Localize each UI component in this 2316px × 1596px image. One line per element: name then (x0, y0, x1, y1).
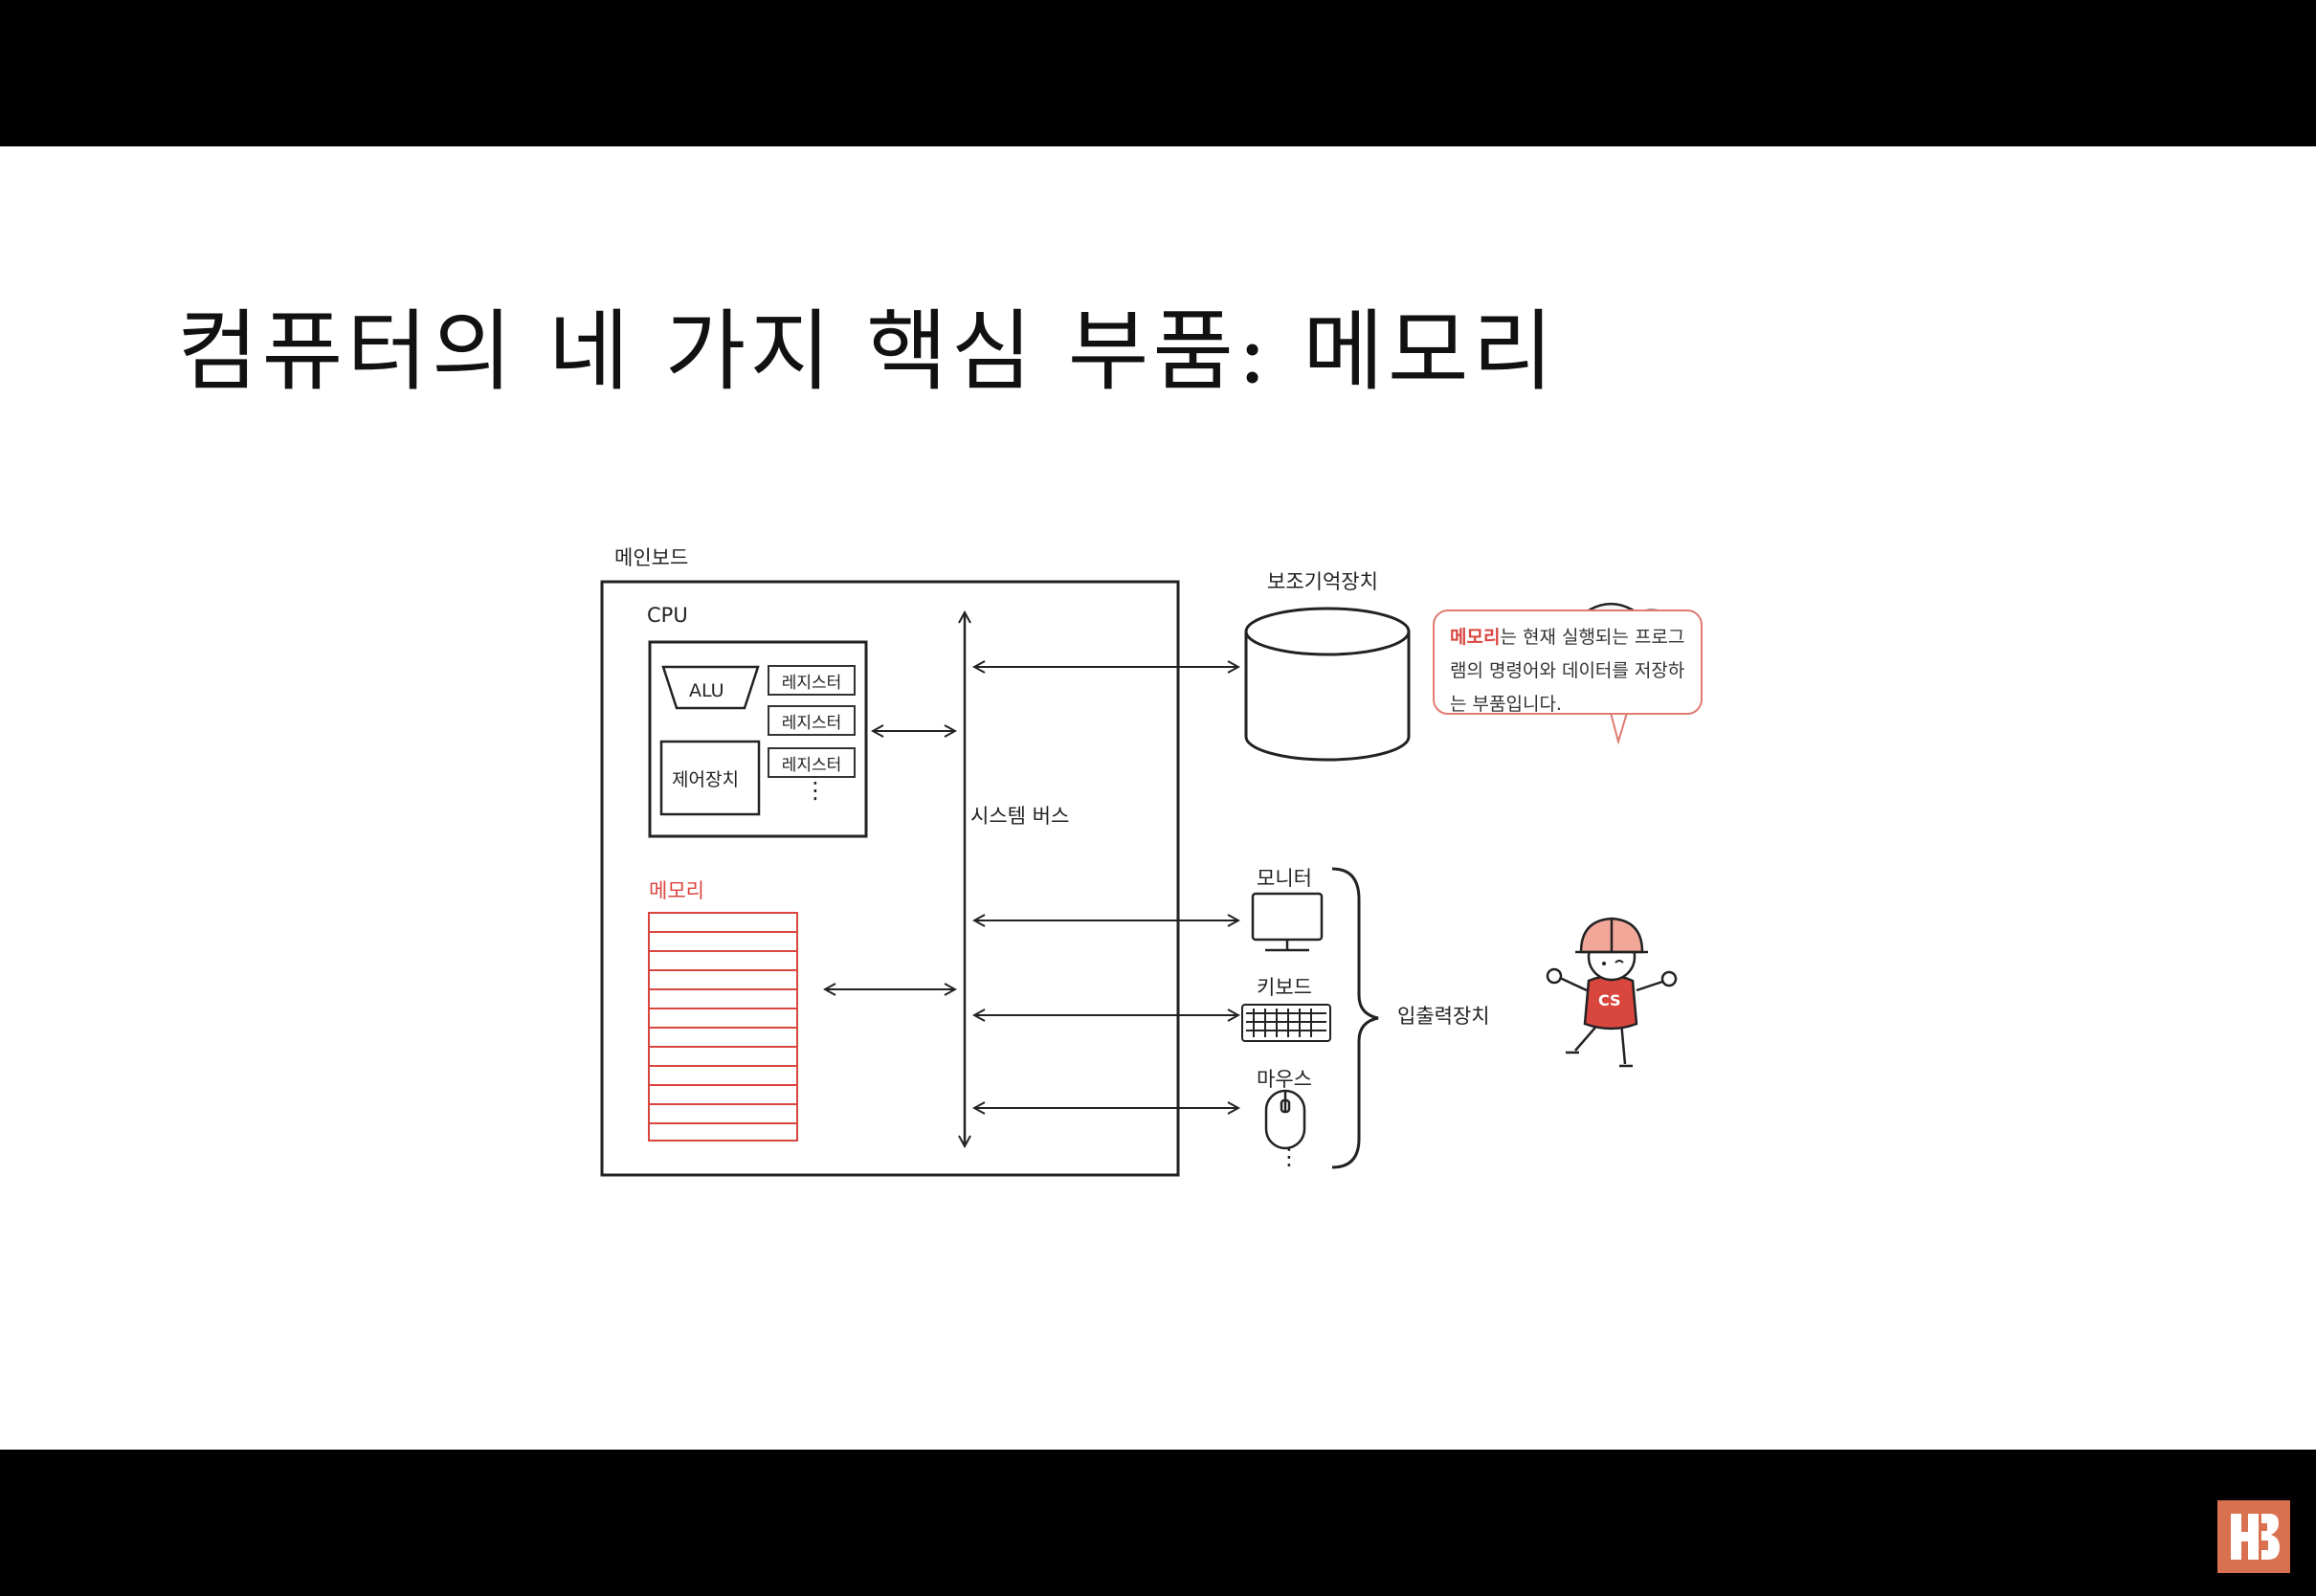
monitor-label: 모니터 (1257, 863, 1312, 892)
register-3: 레지스터 (768, 747, 856, 778)
keyboard-label: 키보드 (1257, 972, 1312, 1001)
memory-grid (649, 913, 797, 1141)
mouse-icon (1266, 1091, 1304, 1148)
mouse-label: 마우스 (1257, 1064, 1312, 1093)
io-brace (1332, 869, 1378, 1167)
cpu-label: CPU (647, 604, 688, 627)
monitor-icon (1253, 894, 1322, 950)
mascot-badge: CS (1598, 991, 1621, 1009)
memory-label: 메모리 (649, 876, 704, 904)
speech-bubble-tail (1611, 713, 1627, 742)
system-bus-label: 시스템 버스 (970, 801, 1069, 830)
mainboard-label: 메인보드 (614, 543, 688, 571)
speech-bubble: 메모리는 현재 실행되는 프로그램의 명령어와 데이터를 저장하는 부품입니다. (1433, 610, 1703, 715)
storage-cylinder (1246, 609, 1409, 760)
io-devices-label: 입출력장치 (1397, 1001, 1490, 1030)
alu-label: ALU (689, 680, 724, 701)
register-1: 레지스터 (768, 665, 856, 696)
speech-bubble-highlight: 메모리 (1450, 627, 1500, 648)
register-2: 레지스터 (768, 705, 856, 736)
register-ellipsis: ⋮ (804, 777, 827, 804)
io-ellipsis: ⋮ (1278, 1143, 1301, 1170)
keyboard-icon (1242, 1005, 1330, 1041)
hb-logo-icon (2217, 1500, 2290, 1573)
secondary-storage-label: 보조기억장치 (1267, 566, 1378, 595)
control-unit-label: 제어장치 (672, 765, 739, 791)
hb-logo-glyph (2225, 1508, 2283, 1565)
